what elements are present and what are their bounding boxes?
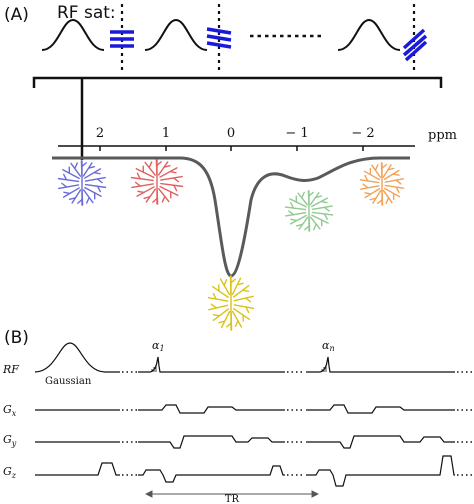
tick-label-0: 0: [227, 126, 235, 141]
gaussian-label: Gaussian: [45, 376, 92, 387]
ppm-unit-label: ppm: [428, 128, 457, 143]
pool-orange: [359, 162, 405, 206]
gy-trace: [35, 435, 455, 449]
row-label-gy: Gy: [3, 433, 17, 448]
gradient-bars-slight-tilt: [206, 27, 232, 49]
molecular-pools: [57, 159, 405, 331]
tr-arrow: [144, 490, 320, 498]
pool-yellow: [207, 275, 255, 331]
row-label-gx: Gx: [3, 403, 17, 418]
sequence-row-labels: RF Gx Gy Gz: [2, 363, 19, 480]
rf-pulse-ripples: [151, 365, 327, 372]
pool-green: [284, 190, 334, 232]
gradient-bars-steep-tilt: [402, 28, 428, 62]
rf-trace: [34, 342, 455, 373]
gx-trace: [35, 404, 455, 414]
row-label-gz: Gz: [3, 465, 17, 480]
saturation-pulse-train: [41, 18, 401, 51]
gradient-bars-flat: [110, 30, 134, 48]
pool-red: [130, 159, 184, 205]
gradient-bars: [110, 27, 428, 62]
tr-label: TR: [225, 494, 240, 504]
timing-gap-dots: [122, 371, 472, 476]
sat-gaussian-pulse-2: [144, 18, 208, 51]
gz-trace: [35, 455, 455, 487]
panel-b-label: (B): [4, 328, 29, 348]
ppm-tick-labels: 2 1 0 − 1 − 2: [96, 126, 375, 141]
ppm-axis-ticks: [99, 146, 364, 151]
tick-label-minus-1: − 1: [285, 126, 308, 141]
pool-blue: [57, 160, 107, 206]
rf-sat-label: RF sat:: [57, 3, 116, 23]
tick-label-minus-2: − 2: [351, 126, 374, 141]
sat-gaussian-pulse-3: [337, 18, 401, 51]
z-spectrum-curve: [52, 156, 410, 278]
tick-label-1: 1: [162, 126, 170, 141]
row-label-rf: RF: [2, 363, 19, 376]
alpha-n-label: αn: [322, 339, 335, 353]
tick-label-2: 2: [96, 126, 104, 141]
sat-gaussian-pulse-1: [41, 18, 105, 51]
sequence-traces: [34, 342, 455, 487]
panel-a-label: (A): [4, 5, 29, 25]
sat-dotted-markers: [120, 4, 416, 72]
pulse-bracket: [32, 76, 443, 160]
alpha-1-label: α1: [152, 339, 165, 353]
